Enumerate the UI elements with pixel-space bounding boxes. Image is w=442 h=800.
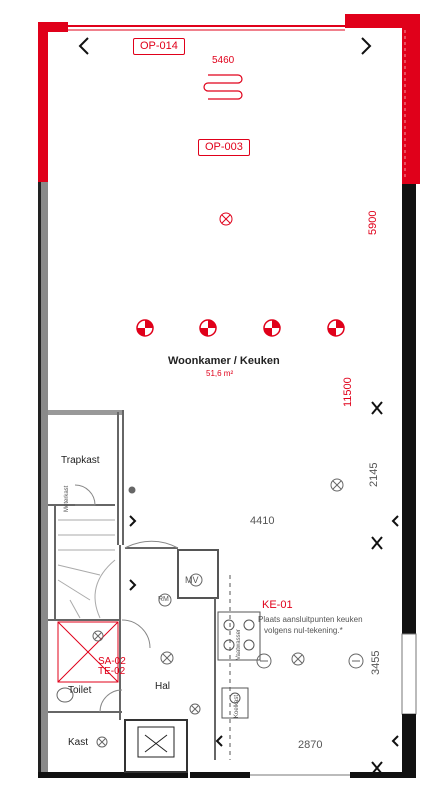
room-hal: Hal: [155, 681, 171, 692]
dim-center-width: 4410: [250, 515, 275, 527]
light-fixture-icon: [330, 478, 344, 492]
mv-label: MV: [185, 575, 199, 585]
light-fixture-icon: [189, 703, 201, 715]
door-swings: [74, 484, 179, 713]
wall-markers: [78, 37, 399, 775]
staircase: [57, 519, 116, 619]
light-fixture-icon: [219, 212, 233, 226]
tag-te02: TE-02: [98, 666, 126, 677]
spotlight-icon: [136, 319, 154, 337]
light-fixture-icon: [96, 736, 108, 748]
spotlight-icon: [199, 319, 217, 337]
ceiling-lights: [92, 212, 344, 748]
interior-walls: [48, 410, 219, 773]
heater-dimension: 5460: [212, 55, 235, 66]
dim-right-mid: 11500: [342, 377, 354, 407]
heater-symbol: [203, 74, 243, 100]
meterkast-box: [137, 726, 175, 758]
room-living-area: 51,6 m²: [206, 369, 234, 378]
tag-op003: OP-003: [198, 139, 250, 156]
outer-walls: [38, 14, 420, 778]
kitchen-block: [217, 575, 261, 760]
room-toilet: Toilet: [68, 685, 92, 696]
tag-ke01: KE-01: [262, 599, 293, 611]
spotlight-icon: [263, 319, 281, 337]
spotlight-icon: [327, 319, 345, 337]
dim-bottom-width: 2870: [298, 739, 323, 751]
tag-sa02: SA-02: [98, 656, 126, 667]
room-trapkast: Trapkast: [61, 455, 100, 466]
light-fixture-icon: [291, 652, 305, 666]
toilet-room: [56, 621, 119, 703]
spotlight-row: [136, 319, 345, 337]
socket-symbols: [128, 486, 364, 669]
tag-op014: OP-014: [133, 38, 185, 55]
meterkast-label: Meterkast: [64, 485, 70, 512]
kitchen-note-line2: volgens nul-tekening.*: [264, 626, 343, 635]
room-kast: Kast: [68, 737, 89, 748]
dim-right-lower: 2145: [368, 462, 380, 487]
koelkast-label: Koelkast: [234, 694, 240, 718]
room-living-name: Woonkamer / Keuken: [168, 355, 280, 367]
rm-label: RM: [158, 596, 169, 603]
light-fixture-icon: [160, 651, 174, 665]
dim-right-bottom: 3455: [370, 650, 382, 675]
light-fixture-icon: [92, 630, 104, 642]
kitchen-note-line1: Plaats aansluitpunten keuken: [258, 615, 363, 624]
vaatwasser-label: Vaatwasser: [236, 629, 242, 660]
dim-right-upper: 5900: [367, 210, 379, 235]
